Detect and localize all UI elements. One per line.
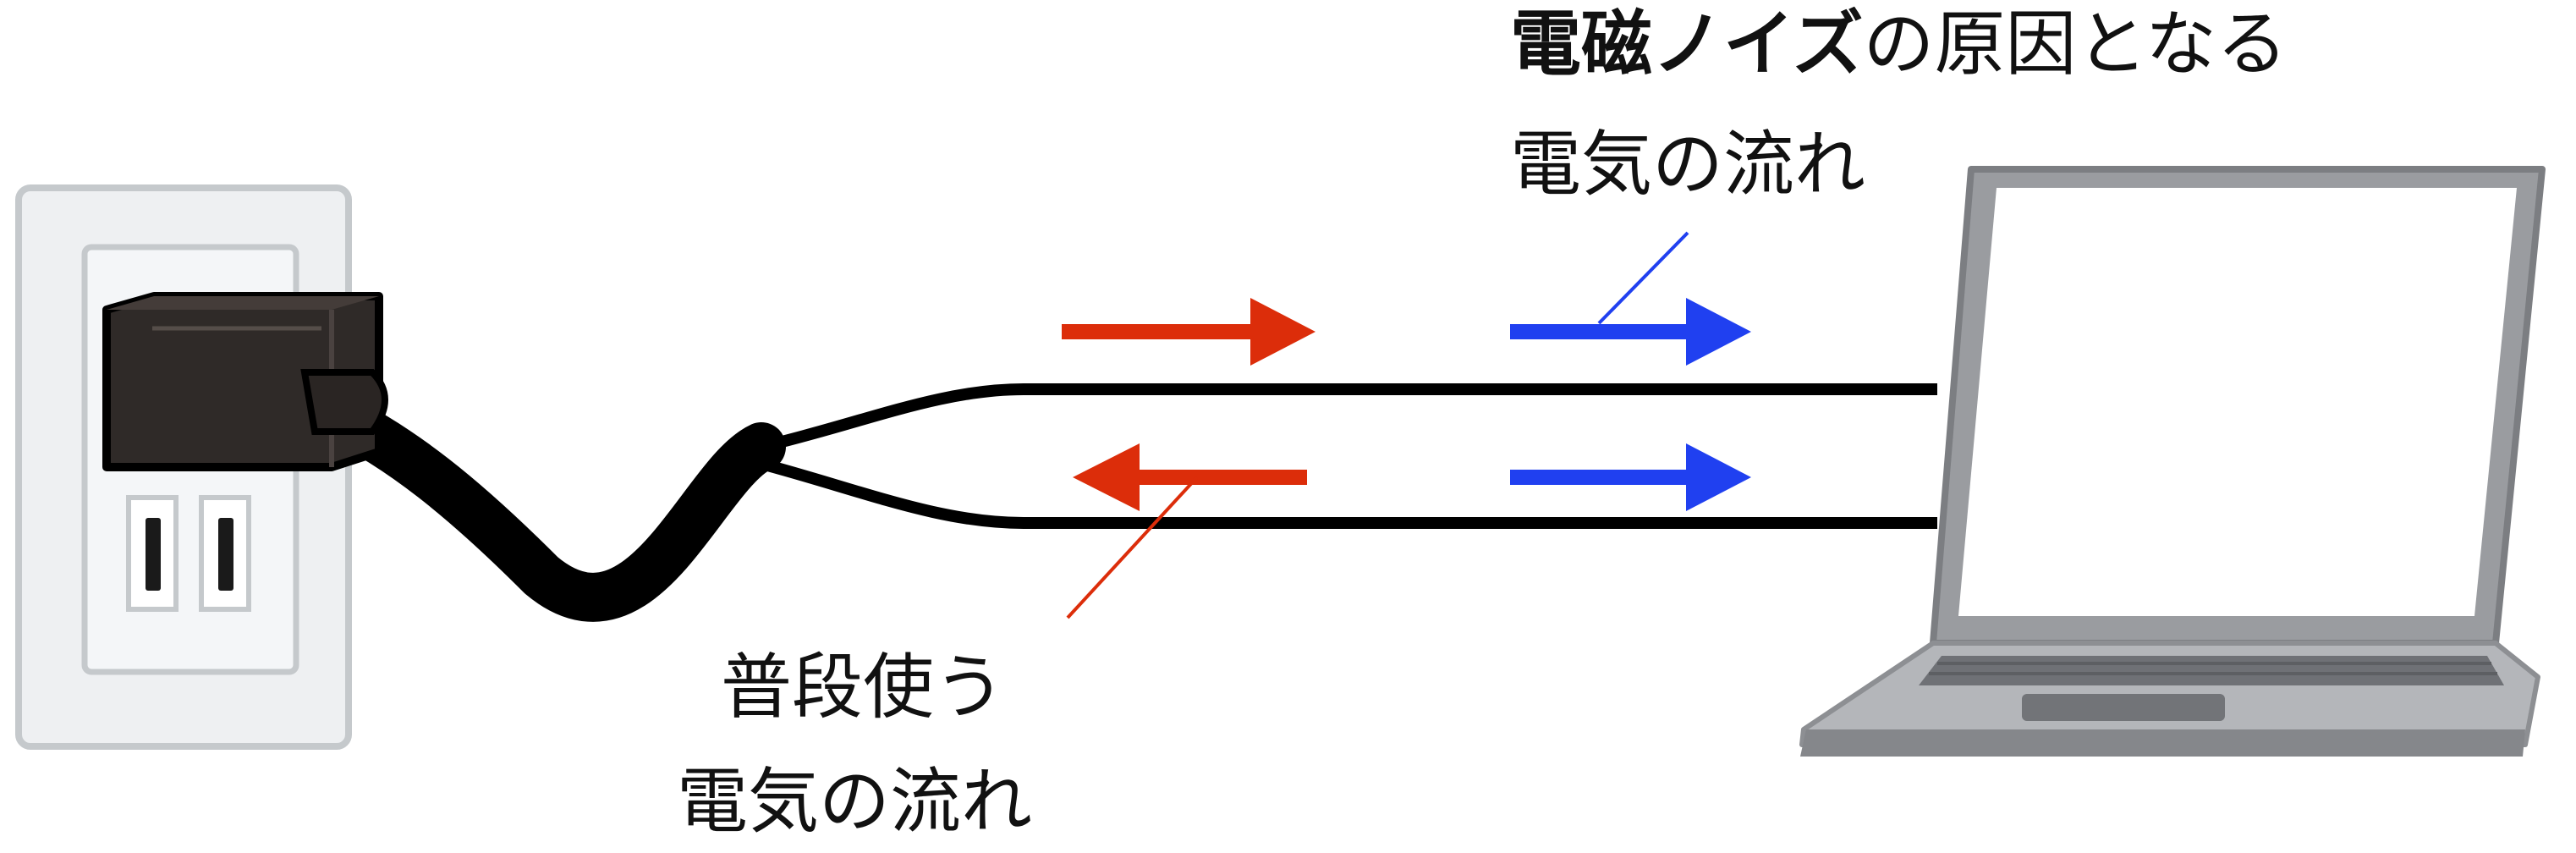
- outlet-socket-left: [126, 495, 179, 612]
- normal-current-arrow-upper: [1062, 298, 1315, 366]
- power-cable: [288, 382, 786, 622]
- noise-label-emphasis: 電磁ノイズ: [1510, 3, 1864, 85]
- normal-label-line2: 電気の流れ: [677, 760, 1033, 843]
- noise-label-rest: の原因となる: [1863, 3, 2288, 85]
- leader-line-normal: [1066, 476, 1199, 619]
- noise-current-arrow-upper: [1510, 298, 1751, 366]
- normal-current-arrow-lower: [1073, 443, 1307, 511]
- noise-label-line2: 電気の流れ: [1510, 123, 1866, 206]
- leader-line-noise: [1597, 231, 1689, 325]
- noise-label-line1: 電磁ノイズの原因となる: [1510, 8, 2288, 80]
- noise-current-arrow-lower: [1510, 443, 1751, 511]
- wire-lower: [760, 458, 1937, 529]
- normal-label-line1: 普段使う: [721, 646, 1006, 729]
- laptop-icon: [1799, 166, 2546, 757]
- outlet-socket-right: [199, 495, 251, 612]
- wire-upper: [760, 383, 1937, 453]
- power-plug-icon: [102, 292, 388, 471]
